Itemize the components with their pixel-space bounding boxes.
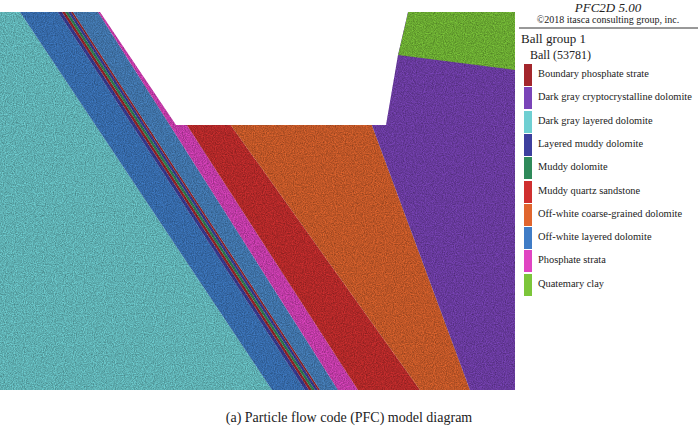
legend-label: Off-white coarse-grained dolomite (538, 208, 682, 220)
legend-swatch (524, 87, 532, 109)
legend-label: Layered muddy dolomite (538, 138, 643, 150)
copyright-note: ©2018 itasca consulting group, inc. (537, 14, 680, 26)
legend-label: Quatemary clay (538, 278, 604, 290)
software-name: PFC2D 5.00 (575, 1, 641, 16)
legend-swatch (524, 181, 532, 203)
legend-swatch (524, 274, 532, 296)
legend-label: Off-white layered dolomite (538, 231, 652, 243)
legend-label: Muddy dolomite (538, 161, 608, 173)
legend-label: Dark gray layered dolomite (538, 115, 653, 127)
legend-swatch (524, 227, 532, 249)
legend-label: Dark gray cryptocrystalline dolomite (538, 91, 692, 103)
legend-swatch (524, 157, 532, 179)
legend-swatch (524, 64, 532, 86)
legend-label: Phosphate strata (538, 254, 606, 266)
legend-swatch (524, 204, 532, 226)
grain-texture (0, 0, 520, 395)
legend-swatch (524, 111, 532, 133)
legend-swatch (524, 134, 532, 156)
legend-label: Boundary phosphate strate (538, 68, 649, 80)
ball-count: Ball (53781) (530, 49, 591, 63)
figure-caption: (a) Particle flow code (PFC) model diagr… (226, 410, 472, 426)
header-rule (519, 28, 698, 29)
legend-label: Muddy quartz sandstone (538, 185, 640, 197)
legend-swatch (524, 250, 532, 272)
group-title: Ball group 1 (521, 32, 586, 47)
